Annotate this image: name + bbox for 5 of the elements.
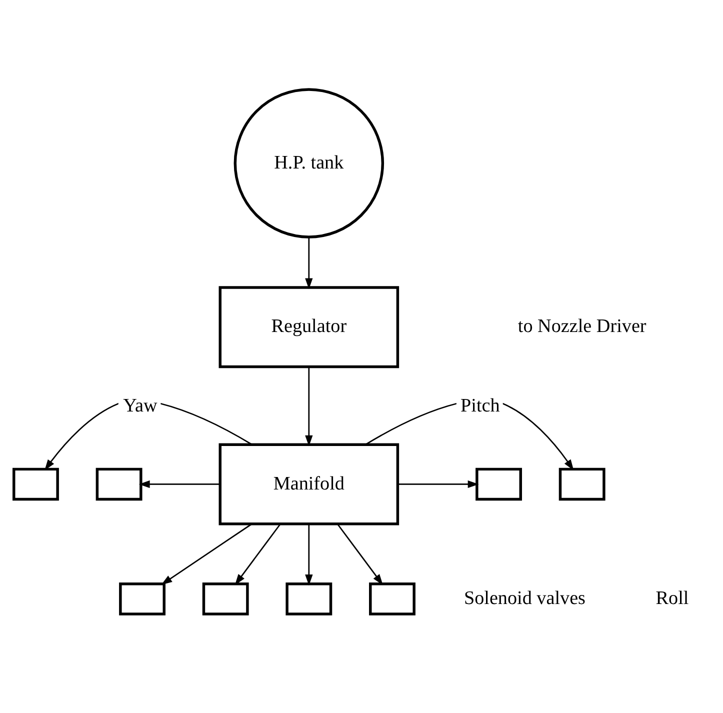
label: Solenoid valves — [464, 588, 586, 610]
edge-label: Yaw — [123, 395, 158, 416]
label: Roll — [656, 588, 689, 610]
label: to Nozzle Driver — [518, 316, 646, 338]
edge-label: Pitch — [460, 395, 500, 416]
